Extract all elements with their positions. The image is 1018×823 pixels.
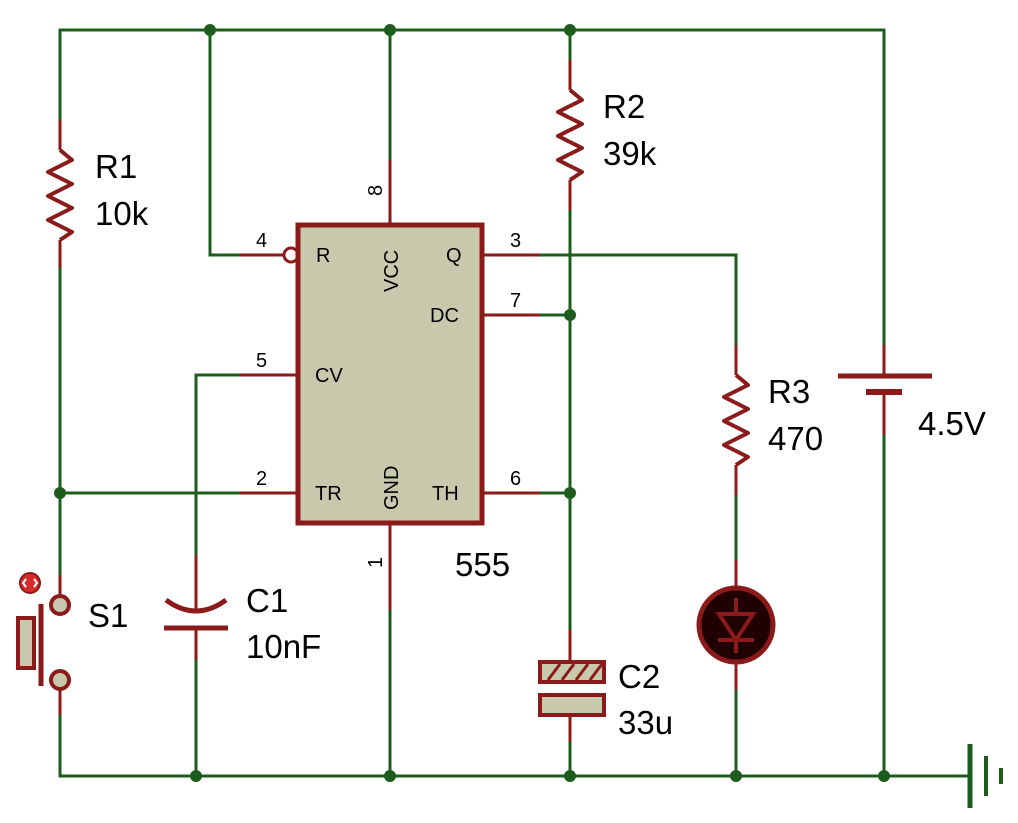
pin-label-tr: TR bbox=[315, 483, 342, 505]
pin-label-dc: DC bbox=[430, 305, 459, 327]
junction-dot bbox=[730, 770, 742, 782]
switch-toggle-icon[interactable] bbox=[19, 572, 41, 594]
resistor-r3[interactable]: R3 470 bbox=[722, 345, 823, 495]
resistor-r1[interactable]: R1 10k bbox=[46, 120, 149, 268]
switch-s1[interactable]: S1 bbox=[16, 572, 128, 715]
r3-value: 470 bbox=[768, 420, 823, 457]
junction-dot bbox=[190, 770, 202, 782]
c2-value: 33u bbox=[618, 704, 673, 741]
r2-value: 39k bbox=[603, 135, 657, 172]
junction-dot bbox=[54, 487, 66, 499]
battery-value: 4.5V bbox=[918, 405, 986, 442]
ic-name: 555 bbox=[455, 546, 510, 583]
ground-icon bbox=[967, 744, 1003, 808]
pin-label-r: R bbox=[316, 245, 330, 267]
pin-label-vcc: VCC bbox=[381, 250, 403, 292]
pin-number-5: 5 bbox=[256, 350, 267, 372]
c1-name: C1 bbox=[246, 582, 288, 619]
junction-dot bbox=[564, 24, 576, 36]
junction-dot bbox=[384, 770, 396, 782]
capacitor-c1[interactable]: C1 10nF bbox=[164, 555, 321, 665]
pin-number-4: 4 bbox=[256, 230, 267, 252]
junction-dot bbox=[384, 24, 396, 36]
pin-number-6: 6 bbox=[510, 468, 521, 490]
junction-dot bbox=[564, 487, 576, 499]
battery[interactable]: 4.5V bbox=[838, 345, 986, 442]
pin-number-8: 8 bbox=[365, 185, 387, 196]
r1-name: R1 bbox=[95, 148, 137, 185]
junction-dot bbox=[564, 770, 576, 782]
r2-name: R2 bbox=[603, 88, 645, 125]
pin-number-1: 1 bbox=[365, 557, 387, 568]
c1-value: 10nF bbox=[246, 628, 321, 665]
capacitor-c2[interactable]: C2 33u bbox=[538, 630, 673, 742]
pin-label-q: Q bbox=[446, 245, 462, 267]
junction-dot bbox=[878, 770, 890, 782]
wires bbox=[58, 28, 972, 778]
junction-dot bbox=[564, 309, 576, 321]
junction-dot bbox=[204, 24, 216, 36]
s1-name: S1 bbox=[88, 597, 128, 634]
c2-name: C2 bbox=[618, 658, 660, 695]
r3-name: R3 bbox=[768, 373, 810, 410]
junction-dots bbox=[54, 24, 890, 782]
pin-label-gnd: GND bbox=[381, 466, 403, 510]
pin-number-3: 3 bbox=[510, 230, 521, 252]
ic-body bbox=[295, 222, 485, 526]
pin-label-cv: CV bbox=[315, 365, 343, 387]
r1-value: 10k bbox=[95, 195, 149, 232]
resistor-r2[interactable]: R2 39k bbox=[556, 60, 657, 210]
pin-number-7: 7 bbox=[510, 290, 521, 312]
ic-555[interactable]: R CV TR Q DC TH VCC GND 4 5 2 3 7 6 8 1 … bbox=[240, 160, 540, 610]
pin-label-th: TH bbox=[432, 483, 459, 505]
pin-number-2: 2 bbox=[256, 468, 267, 490]
led[interactable] bbox=[696, 560, 776, 690]
